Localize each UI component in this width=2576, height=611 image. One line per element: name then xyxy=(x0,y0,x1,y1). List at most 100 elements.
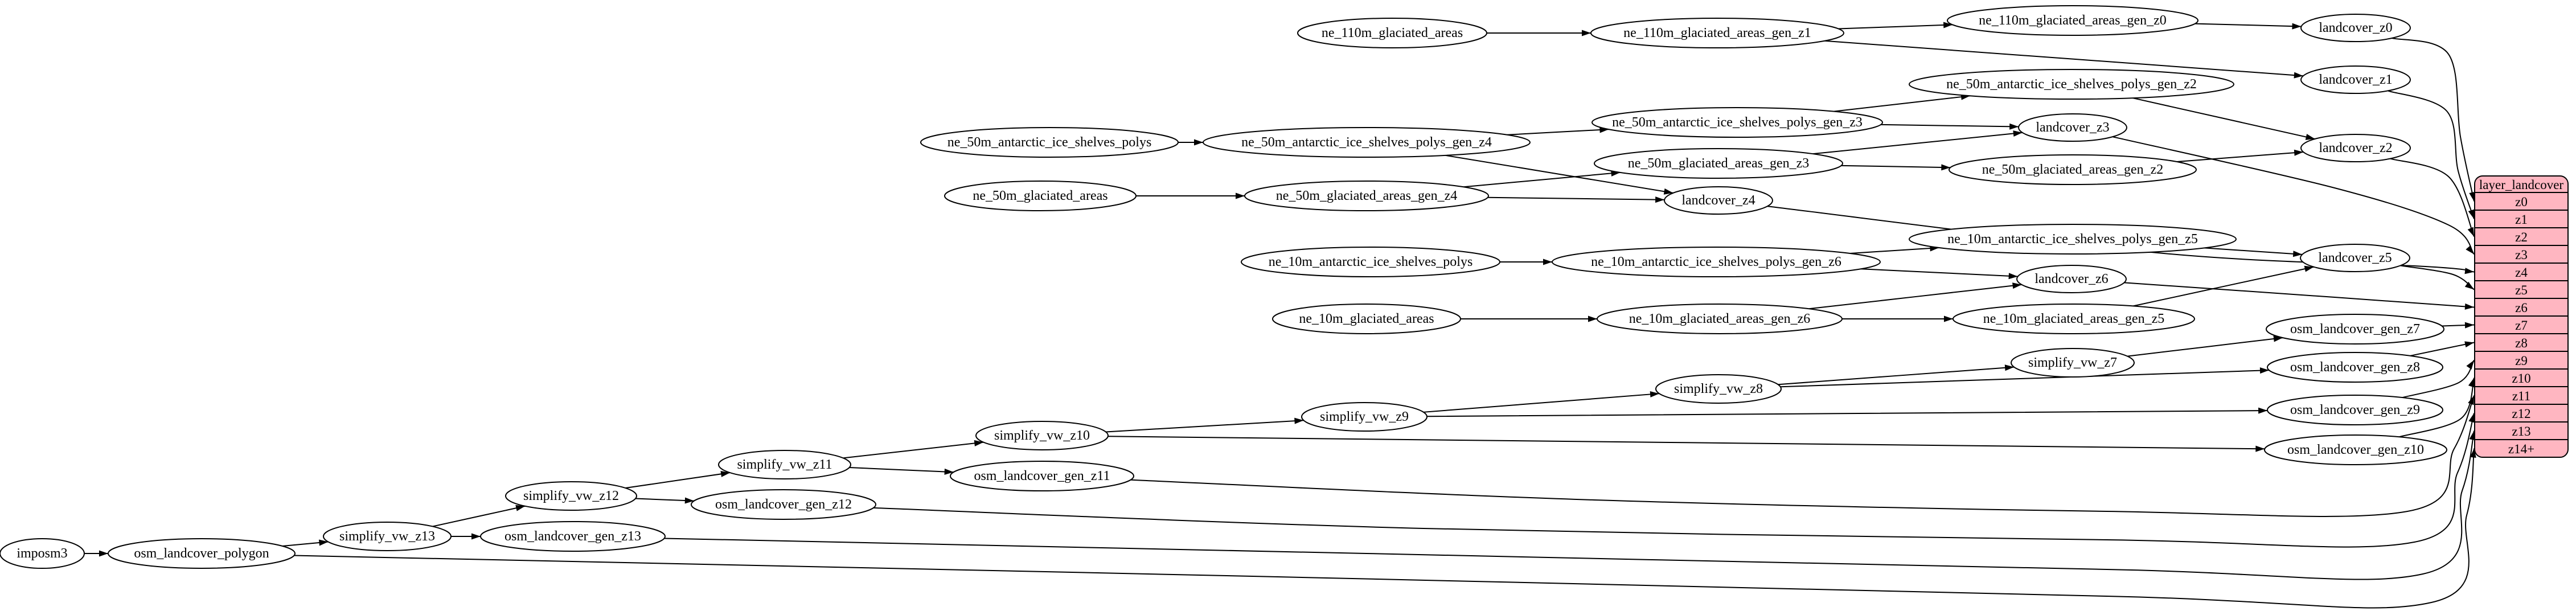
table-row-z2: z2 xyxy=(2515,230,2528,244)
edge-g50g4-to-lz4 xyxy=(1487,196,1665,200)
table-row-z11: z11 xyxy=(2512,389,2530,403)
graph-node-osm_landcover_gen_z13 xyxy=(480,521,666,552)
edge-og10-to-row-z10 xyxy=(2399,378,2475,438)
node-label-ne_10m_glaciated_areas_gen_z6: ne_10m_glaciated_areas_gen_z6 xyxy=(1629,311,1811,326)
arrowhead-icon xyxy=(1588,315,1597,322)
edge-a50g4-to-a50g3 xyxy=(1507,129,1609,136)
arrowhead-icon xyxy=(2008,273,2018,280)
node-label-simplify_vw_z13: simplify_vw_z13 xyxy=(339,529,435,544)
node-label-ne_50m_antarctic_ice_shelves_polys: ne_50m_antarctic_ice_shelves_polys xyxy=(947,135,1152,150)
graph-node-ne_110m_glaciated_areas xyxy=(1297,18,1487,48)
edge-g10g5-to-lz5 xyxy=(2133,266,2314,307)
table-row-z12: z12 xyxy=(2512,407,2530,421)
node-label-ne_10m_antarctic_ice_shelves_polys_gen_z5: ne_10m_antarctic_ice_shelves_polys_gen_z… xyxy=(1947,232,2198,247)
node-label-landcover_z4: landcover_z4 xyxy=(1681,193,1755,208)
node-label-simplify_vw_z11: simplify_vw_z11 xyxy=(737,457,832,472)
arrowhead-icon xyxy=(2467,227,2474,237)
arrowhead-icon xyxy=(1663,188,1673,195)
graph-node-landcover_z2 xyxy=(2300,134,2411,162)
graph-node-landcover_z1 xyxy=(2300,65,2411,94)
graph-node-osm_landcover_polygon xyxy=(108,538,296,569)
graph-node-landcover_z5 xyxy=(2300,244,2410,272)
edge-sv9-to-og9 xyxy=(1426,410,2268,417)
edge-sv11-to-sv10 xyxy=(843,441,984,459)
graph-node-ne_50m_glaciated_areas_gen_z4 xyxy=(1244,181,1489,211)
graph-node-simplify_vw_z8 xyxy=(1655,374,1782,404)
graph-node-ne_50m_antarctic_ice_shelves_polys xyxy=(920,127,1179,158)
node-label-ne_50m_glaciated_areas_gen_z3: ne_50m_glaciated_areas_gen_z3 xyxy=(1628,156,1810,171)
edge-a10g6-to-a10g5 xyxy=(1850,247,1939,254)
edge-a50g4-to-lz4 xyxy=(1445,154,1673,194)
graph-node-osm_landcover_gen_z7 xyxy=(2266,314,2444,345)
graph-node-ne_10m_glaciated_areas_gen_z6 xyxy=(1597,304,1843,334)
node-label-simplify_vw_z7: simplify_vw_z7 xyxy=(2028,355,2117,370)
table-row-z13: z13 xyxy=(2512,424,2530,438)
edge-og12-to-row-z12 xyxy=(873,413,2475,548)
arrowhead-icon xyxy=(2466,360,2474,370)
table-row-z3: z3 xyxy=(2515,248,2528,262)
arrowhead-icon xyxy=(2294,149,2304,156)
node-label-ne_10m_antarctic_ice_shelves_polys_gen_z6: ne_10m_antarctic_ice_shelves_polys_gen_z… xyxy=(1591,255,1841,269)
arrowhead-icon xyxy=(2468,209,2475,219)
arrowhead-icon xyxy=(2464,281,2474,290)
arrowhead-icon xyxy=(1655,196,1665,203)
edge-lz3-to-row-z3 xyxy=(2112,136,2475,255)
arrowhead-icon xyxy=(2470,448,2476,458)
node-label-simplify_vw_z9: simplify_vw_z9 xyxy=(1320,409,1409,424)
node-label-landcover_z0: landcover_z0 xyxy=(2319,20,2392,35)
edge-lz0-to-row-z0 xyxy=(2392,37,2475,202)
edge-g50g2-to-lz2 xyxy=(2176,151,2304,163)
node-label-ne_50m_glaciated_areas_gen_z2: ne_50m_glaciated_areas_gen_z2 xyxy=(1982,162,2164,177)
edge-a10g6-to-lz6 xyxy=(1861,268,2018,277)
edge-a50g2-to-lz2 xyxy=(2132,97,2315,140)
edge-a10g5-to-lz5 xyxy=(2204,247,2303,255)
arrowhead-icon xyxy=(944,468,954,475)
arrowhead-icon xyxy=(515,505,526,511)
graph-node-ne_10m_glaciated_areas_gen_z5 xyxy=(1952,304,2195,334)
arrowhead-icon xyxy=(2469,430,2476,441)
graph-node-osm_landcover_gen_z11 xyxy=(950,461,1134,491)
graph-node-simplify_vw_z11 xyxy=(718,450,851,479)
node-label-landcover_z3: landcover_z3 xyxy=(2036,120,2109,135)
edge-n110g1-to-n110g0 xyxy=(1838,24,1953,30)
node-label-ne_10m_antarctic_ice_shelves_polys: ne_10m_antarctic_ice_shelves_polys xyxy=(1269,255,1473,269)
edge-n110g0-to-lz0 xyxy=(2194,23,2302,27)
node-label-landcover_z1: landcover_z1 xyxy=(2319,72,2392,87)
edge-a50g3-to-lz3 xyxy=(1881,124,2019,128)
arrowhead-icon xyxy=(2468,413,2475,423)
graph-node-simplify_vw_z13 xyxy=(323,522,452,551)
edge-g10g6-to-lz6 xyxy=(1808,284,2022,310)
node-label-osm_landcover_gen_z7: osm_landcover_gen_z7 xyxy=(2290,322,2420,337)
node-label-ne_110m_glaciated_areas_gen_z1: ne_110m_glaciated_areas_gen_z1 xyxy=(1623,26,1811,40)
table-row-z1: z1 xyxy=(2515,212,2528,227)
arrowhead-icon xyxy=(2012,282,2022,289)
arrowhead-icon xyxy=(2464,322,2474,329)
node-label-simplify_vw_z12: simplify_vw_z12 xyxy=(523,489,619,503)
edge-poly-to-row-z14+ xyxy=(294,448,2475,609)
edge-sv10-to-sv9 xyxy=(1105,420,1304,433)
edge-og13-to-row-z13 xyxy=(664,430,2475,580)
edge-sv10-to-og10 xyxy=(1107,436,2265,450)
node-label-ne_110m_glaciated_areas_gen_z0: ne_110m_glaciated_areas_gen_z0 xyxy=(1979,13,2167,28)
graph-node-osm_landcover_gen_z9 xyxy=(2267,395,2443,425)
arrowhead-icon xyxy=(2292,23,2302,30)
table-row-z4: z4 xyxy=(2515,265,2528,280)
node-label-osm_landcover_gen_z12: osm_landcover_gen_z12 xyxy=(715,497,852,512)
edge-a50g3-to-a50g2 xyxy=(1833,95,1971,112)
graph-node-imposm3 xyxy=(0,538,85,569)
graph-node-osm_landcover_gen_z8 xyxy=(2267,352,2443,383)
edge-g50g3-to-lz3 xyxy=(1813,132,2023,155)
graph-node-simplify_vw_z10 xyxy=(975,421,1109,450)
edge-lz2-to-row-z2 xyxy=(2390,158,2475,237)
graph-node-ne_50m_antarctic_ice_shelves_polys_gen_z2 xyxy=(1909,69,2234,100)
graph-node-simplify_vw_z7 xyxy=(2011,348,2135,378)
table-row-z14+: z14+ xyxy=(2508,442,2534,456)
edge-og11-to-row-z11 xyxy=(1130,395,2475,517)
arrowhead-icon xyxy=(1944,315,1953,322)
layer-table-title: layer_landcover xyxy=(2479,178,2563,192)
table-row-z6: z6 xyxy=(2515,301,2528,315)
graph-node-ne_10m_glaciated_areas xyxy=(1272,304,1461,334)
table-row-z0: z0 xyxy=(2515,195,2528,209)
node-label-landcover_z6: landcover_z6 xyxy=(2034,272,2108,286)
